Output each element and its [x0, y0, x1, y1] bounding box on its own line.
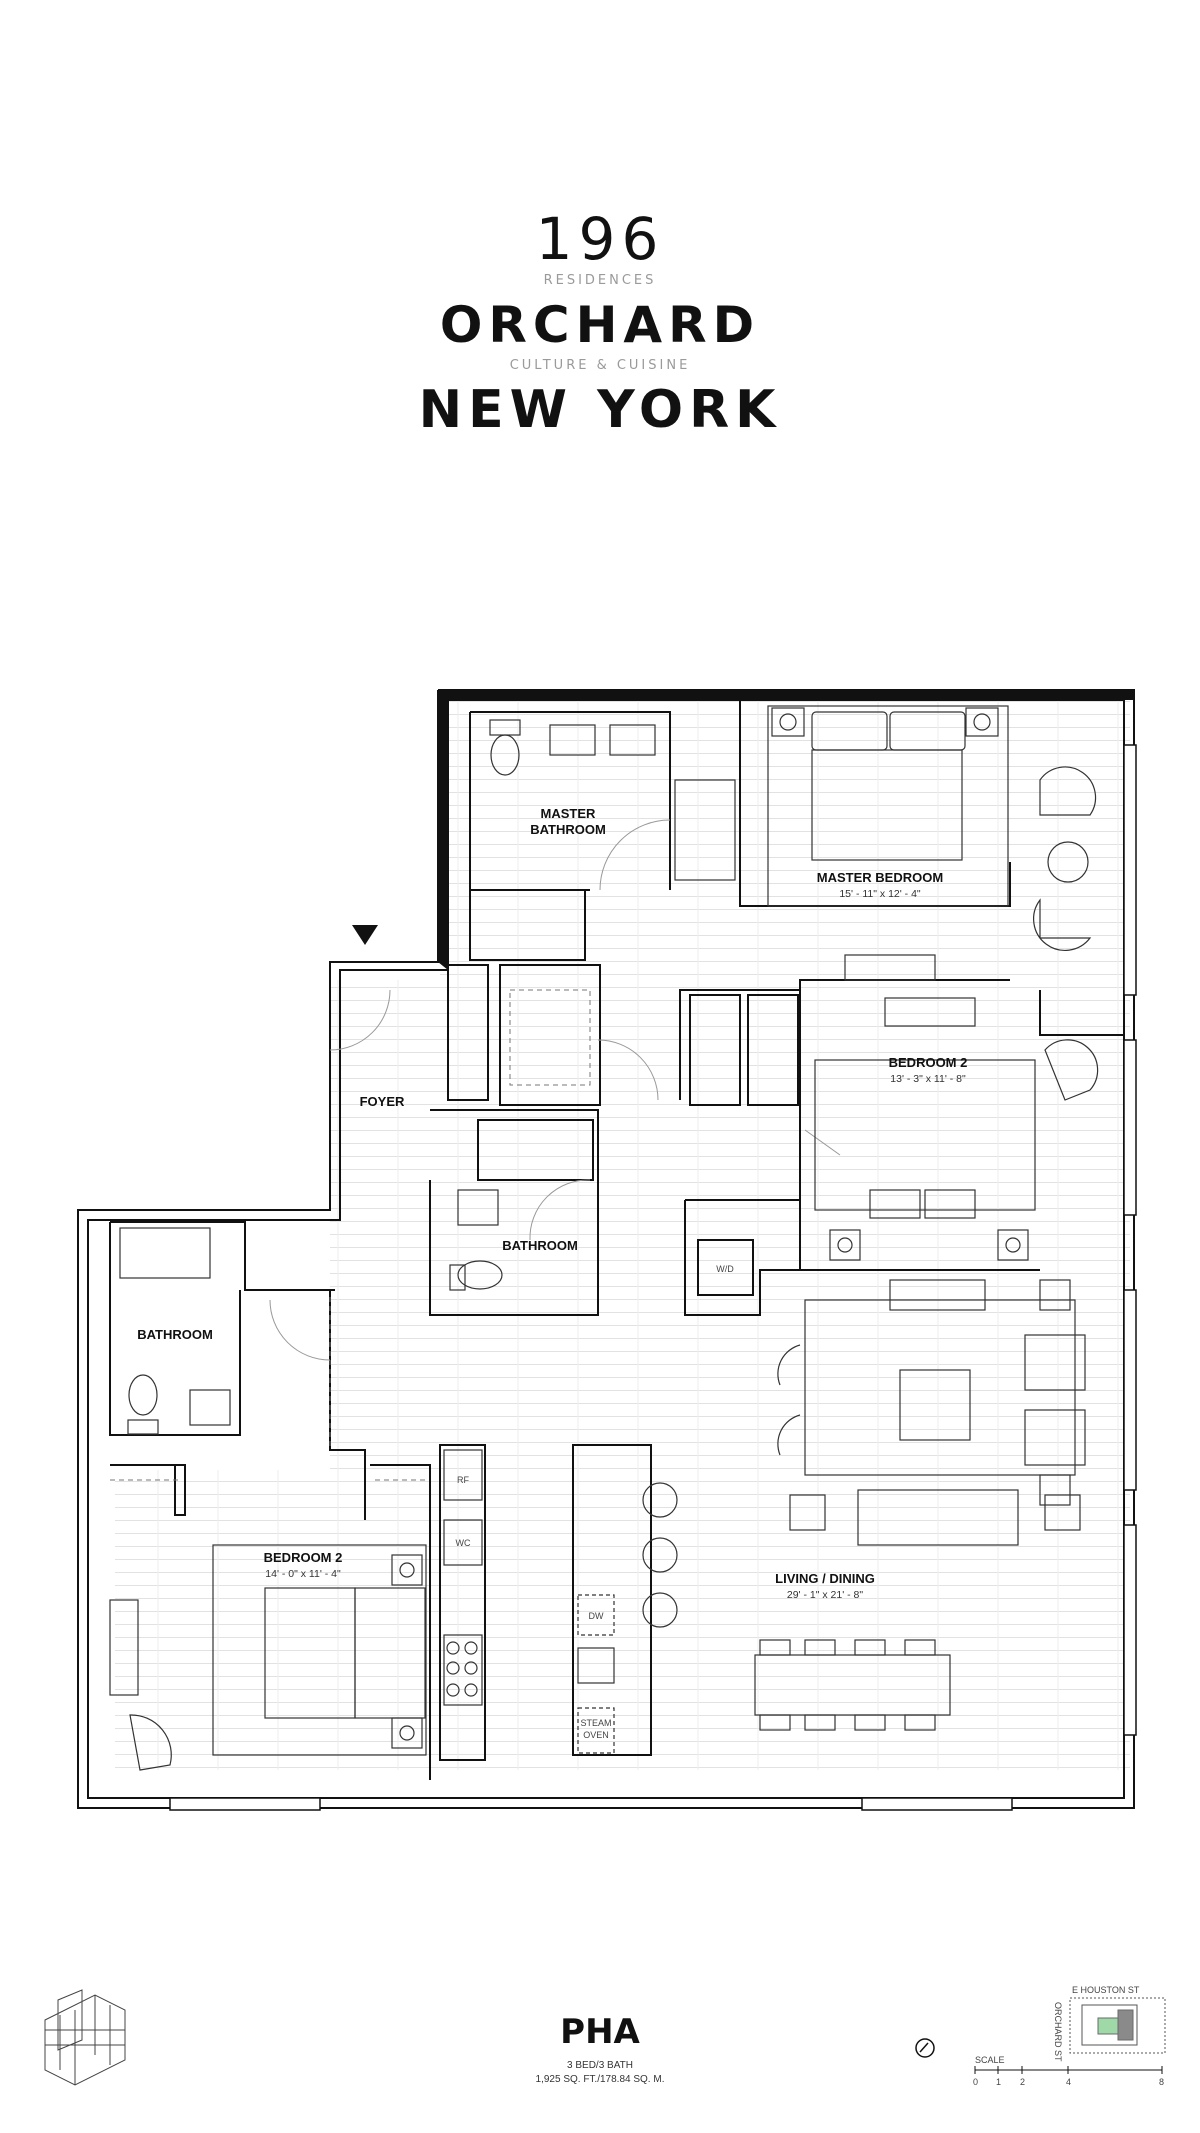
brand-name: ORCHARD	[439, 296, 761, 354]
master-bathroom-label-2: BATHROOM	[530, 822, 606, 837]
north-arrow-icon	[915, 2038, 935, 2058]
steam-oven-label-2: OVEN	[583, 1730, 609, 1740]
furniture	[109, 705, 1099, 1771]
street-orchard: ORCHARD ST	[1053, 2002, 1063, 2062]
building-illustration	[44, 1989, 126, 2086]
residences-label: RESIDENCES	[543, 273, 657, 288]
scale-label: SCALE	[975, 2055, 1005, 2065]
master-bedroom-dimensions: 15' - 11" x 12' - 4"	[839, 888, 921, 900]
dishwasher-label: DW	[589, 1611, 604, 1621]
refrigerator-label: RF	[457, 1475, 469, 1485]
bedroom2-right-label: BEDROOM 2	[889, 1055, 968, 1070]
wine-cooler-label: WC	[456, 1538, 471, 1548]
building-number: 196	[535, 205, 665, 273]
scale-bar	[974, 2066, 1163, 2074]
scale-tick-4: 4	[1066, 2077, 1071, 2087]
scale-tick-8: 8	[1159, 2077, 1164, 2087]
bathroom-center-label: BATHROOM	[502, 1238, 578, 1253]
bedroom2-left-bed	[212, 1544, 427, 1756]
scale-tick-0: 0	[973, 2077, 978, 2087]
street-east-houston: E HOUSTON ST	[1072, 1985, 1140, 1995]
entry-arrow-icon	[352, 925, 378, 945]
master-bathroom-label-1: MASTER	[541, 806, 597, 821]
master-bedroom-label: MASTER BEDROOM	[817, 870, 943, 885]
washer-dryer-label: W/D	[716, 1264, 734, 1274]
windows	[169, 744, 1137, 1811]
living-dining-dimensions: 29' - 1" x 21' - 8"	[787, 1589, 864, 1601]
bedroom2-left-label: BEDROOM 2	[264, 1550, 343, 1565]
floor-texture	[115, 700, 1130, 1770]
tagline: CULTURE & CUISINE	[509, 358, 691, 373]
long-dining-table	[754, 1654, 951, 1716]
dashed-lines	[110, 989, 591, 1481]
steam-oven-label-1: STEAM	[580, 1718, 611, 1728]
bedroom2-right-dimensions: 13' - 3" x 11' - 8"	[890, 1073, 966, 1085]
unit-name: PHA	[560, 2012, 640, 2052]
scale-tick-2: 2	[1020, 2077, 1025, 2087]
foyer-label: FOYER	[360, 1094, 405, 1109]
city-name: NEW YORK	[418, 380, 782, 440]
unit-beds-baths: 3 BED/3 BATH	[567, 2060, 633, 2071]
scale-tick-1: 1	[996, 2077, 1001, 2087]
master-bed	[767, 705, 1009, 907]
bathroom-left-label: BATHROOM	[137, 1327, 213, 1342]
door-swings	[269, 819, 841, 1361]
key-plan	[1069, 1997, 1166, 2054]
dining-table	[804, 1299, 1076, 1476]
unit-area: 1,925 SQ. FT./178.84 SQ. M.	[535, 2074, 665, 2085]
bedroom2-left-dimensions: 14' - 0" x 11' - 4"	[265, 1568, 341, 1580]
living-dining-label: LIVING / DINING	[775, 1571, 875, 1586]
